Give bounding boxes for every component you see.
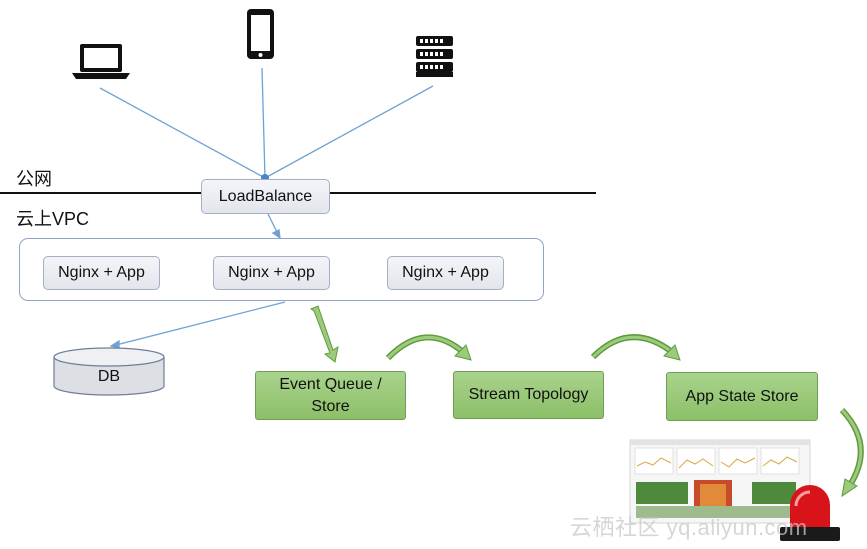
connector-server-lb bbox=[264, 85, 434, 179]
laptop-icon bbox=[72, 44, 130, 79]
app-node-label: Nginx + App bbox=[402, 264, 489, 281]
app-node-label: Nginx + App bbox=[58, 264, 145, 281]
smartphone-icon bbox=[247, 9, 274, 59]
watermark-text: 云栖社区 yq.aliyun.com bbox=[570, 515, 808, 540]
connector-laptop-lb bbox=[99, 87, 266, 179]
alarm-siren-icon bbox=[780, 485, 840, 541]
connector-phone-lb bbox=[261, 67, 266, 179]
app-node-label: Nginx + App bbox=[228, 264, 315, 281]
app-state-store-label: App State Store bbox=[685, 387, 799, 405]
loadbalance-node: LoadBalance bbox=[201, 179, 330, 214]
arrow-lb-to-vpc bbox=[267, 213, 281, 240]
stream-topology-label: Stream Topology bbox=[468, 386, 589, 404]
arrow-vpc-to-db bbox=[109, 301, 286, 349]
public-network-label: 公网 bbox=[16, 169, 52, 189]
app-state-store-node: App State Store bbox=[666, 372, 818, 421]
arrow-vpc-to-event-queue bbox=[309, 305, 339, 363]
loadbalance-label: LoadBalance bbox=[218, 187, 313, 205]
app-node-3: Nginx + App bbox=[387, 256, 504, 290]
app-node-1: Nginx + App bbox=[43, 256, 160, 290]
arrow-event-to-stream bbox=[385, 334, 472, 361]
db-label: DB bbox=[97, 368, 121, 385]
server-icon bbox=[416, 36, 453, 77]
event-queue-node: Event Queue / Store bbox=[255, 371, 406, 420]
vpc-label: 云上VPC bbox=[16, 209, 90, 229]
db-node: DB bbox=[54, 364, 164, 390]
client-connectors bbox=[99, 67, 434, 179]
event-queue-label-line1: Event Queue / bbox=[279, 375, 382, 393]
dashboard-screenshot bbox=[629, 439, 811, 524]
db-cylinder bbox=[53, 347, 165, 396]
event-queue-label-line2: Store bbox=[311, 397, 350, 415]
arrow-stream-to-state bbox=[590, 334, 681, 361]
arrow-state-to-alarm bbox=[839, 407, 864, 498]
app-node-2: Nginx + App bbox=[213, 256, 330, 290]
stream-topology-node: Stream Topology bbox=[453, 371, 604, 419]
